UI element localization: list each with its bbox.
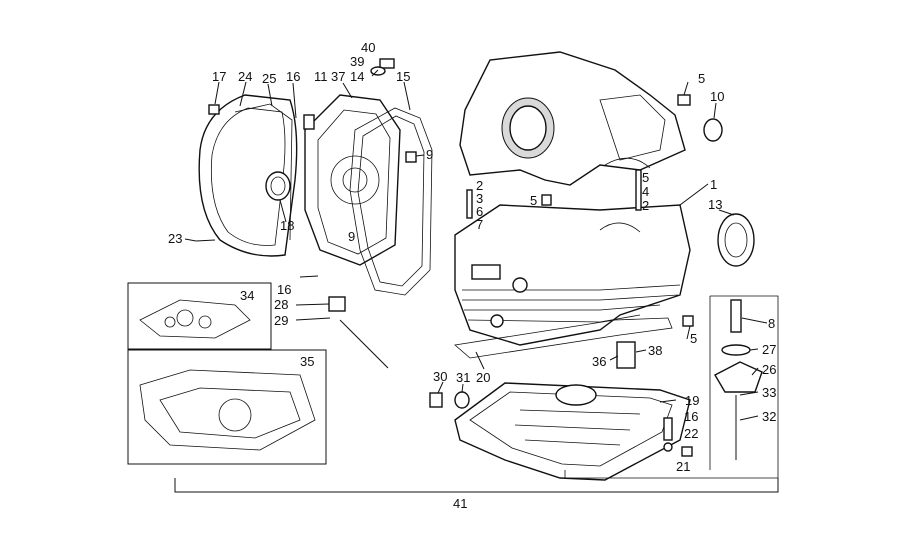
callout-11: 11 <box>314 69 328 84</box>
callout-16: 16 <box>286 69 300 84</box>
callout-26: 26 <box>762 362 776 377</box>
callout-labels: 17 24 25 16 11 37 14 15 40 39 9 9 18 23 … <box>168 40 776 511</box>
callout-41: 41 <box>453 496 467 511</box>
kit-box-34 <box>127 282 272 350</box>
oil-pan-gasket <box>454 317 673 359</box>
callout-38: 38 <box>648 343 662 358</box>
callout-16c: 16 <box>684 409 698 424</box>
callout-30: 30 <box>433 369 447 384</box>
callout-37: 37 <box>331 69 345 84</box>
callout-40: 40 <box>361 40 375 55</box>
callout-27: 27 <box>762 342 776 357</box>
callout-4: 4 <box>642 184 649 199</box>
callout-6: 6 <box>476 204 483 219</box>
callout-1: 1 <box>710 177 717 192</box>
callout-5d: 5 <box>690 331 697 346</box>
callout-17: 17 <box>212 69 226 84</box>
callout-31: 31 <box>456 370 470 385</box>
kit-box-35 <box>127 349 327 465</box>
callout-10: 10 <box>710 89 724 104</box>
callout-3: 3 <box>476 191 483 206</box>
callout-5a: 5 <box>698 71 705 86</box>
callout-23: 23 <box>168 231 182 246</box>
callout-21: 21 <box>676 459 690 474</box>
callout-20: 20 <box>476 370 490 385</box>
callout-25: 25 <box>262 71 276 86</box>
callout-9b: 9 <box>348 229 355 244</box>
callout-28: 28 <box>274 297 288 312</box>
oil-pan <box>454 382 691 481</box>
callout-5b: 5 <box>642 170 649 185</box>
callout-32: 32 <box>762 409 776 424</box>
callout-34: 34 <box>240 288 254 303</box>
callout-9a: 9 <box>426 147 433 162</box>
callout-39: 39 <box>350 54 364 69</box>
callout-24: 24 <box>238 69 252 84</box>
callout-2a: 2 <box>476 178 483 193</box>
callout-16b: 16 <box>277 282 291 297</box>
upper-crankcase <box>459 51 686 186</box>
callout-36: 36 <box>592 354 606 369</box>
callout-19: 19 <box>685 393 699 408</box>
callout-35: 35 <box>300 354 314 369</box>
timing-cover-gasket <box>349 107 433 296</box>
leader-lines <box>184 69 768 421</box>
callout-5c: 5 <box>530 193 537 208</box>
rear-cover-assembly <box>198 94 298 257</box>
callout-2b: 2 <box>642 198 649 213</box>
callout-8: 8 <box>768 316 775 331</box>
kit-box-41 <box>174 295 779 493</box>
crankcase-block <box>454 204 691 346</box>
callout-14: 14 <box>350 69 364 84</box>
callout-22: 22 <box>684 426 698 441</box>
callout-15: 15 <box>396 69 410 84</box>
callout-33: 33 <box>762 385 776 400</box>
timing-cover <box>304 94 401 266</box>
callout-29: 29 <box>274 313 288 328</box>
callout-7: 7 <box>476 217 483 232</box>
callout-18: 18 <box>280 218 294 233</box>
small-parts <box>195 58 763 460</box>
callout-13: 13 <box>708 197 722 212</box>
